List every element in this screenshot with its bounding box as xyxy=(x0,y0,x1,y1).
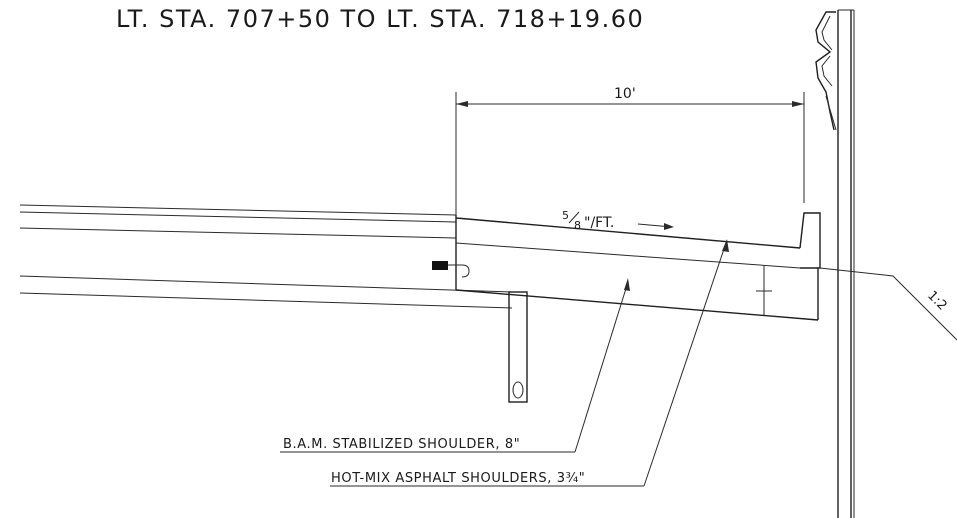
underdrain xyxy=(508,291,528,403)
slope-denominator: 8 xyxy=(574,219,581,232)
side-slope-line xyxy=(819,267,957,341)
guardrail-wall xyxy=(815,9,855,518)
leader-lines xyxy=(280,239,729,487)
shoulder-section xyxy=(455,212,957,341)
hma-shoulder-label: HOT-MIX ASPHALT SHOULDERS, 3¾" xyxy=(331,471,585,486)
drawing-title: LT. STA. 707+50 TO LT. STA. 718+19.60 xyxy=(116,5,644,33)
dimension-label: 10' xyxy=(614,86,636,102)
slope-numerator: 5 xyxy=(562,209,569,222)
slope-annotation: 5 8 "/FT. xyxy=(562,209,674,232)
side-slope-label: 1:2 xyxy=(924,288,949,313)
existing-pavement xyxy=(19,204,513,309)
tie-bar-icon xyxy=(432,261,470,278)
slope-unit: "/FT. xyxy=(584,215,614,231)
slope-arrow-icon xyxy=(664,223,674,230)
bam-shoulder-label: B.A.M. STABILIZED SHOULDER, 8" xyxy=(283,437,520,452)
dimension-10ft: 10' xyxy=(455,86,805,215)
shoulder-edge xyxy=(799,212,821,269)
rail-profile xyxy=(815,11,836,131)
